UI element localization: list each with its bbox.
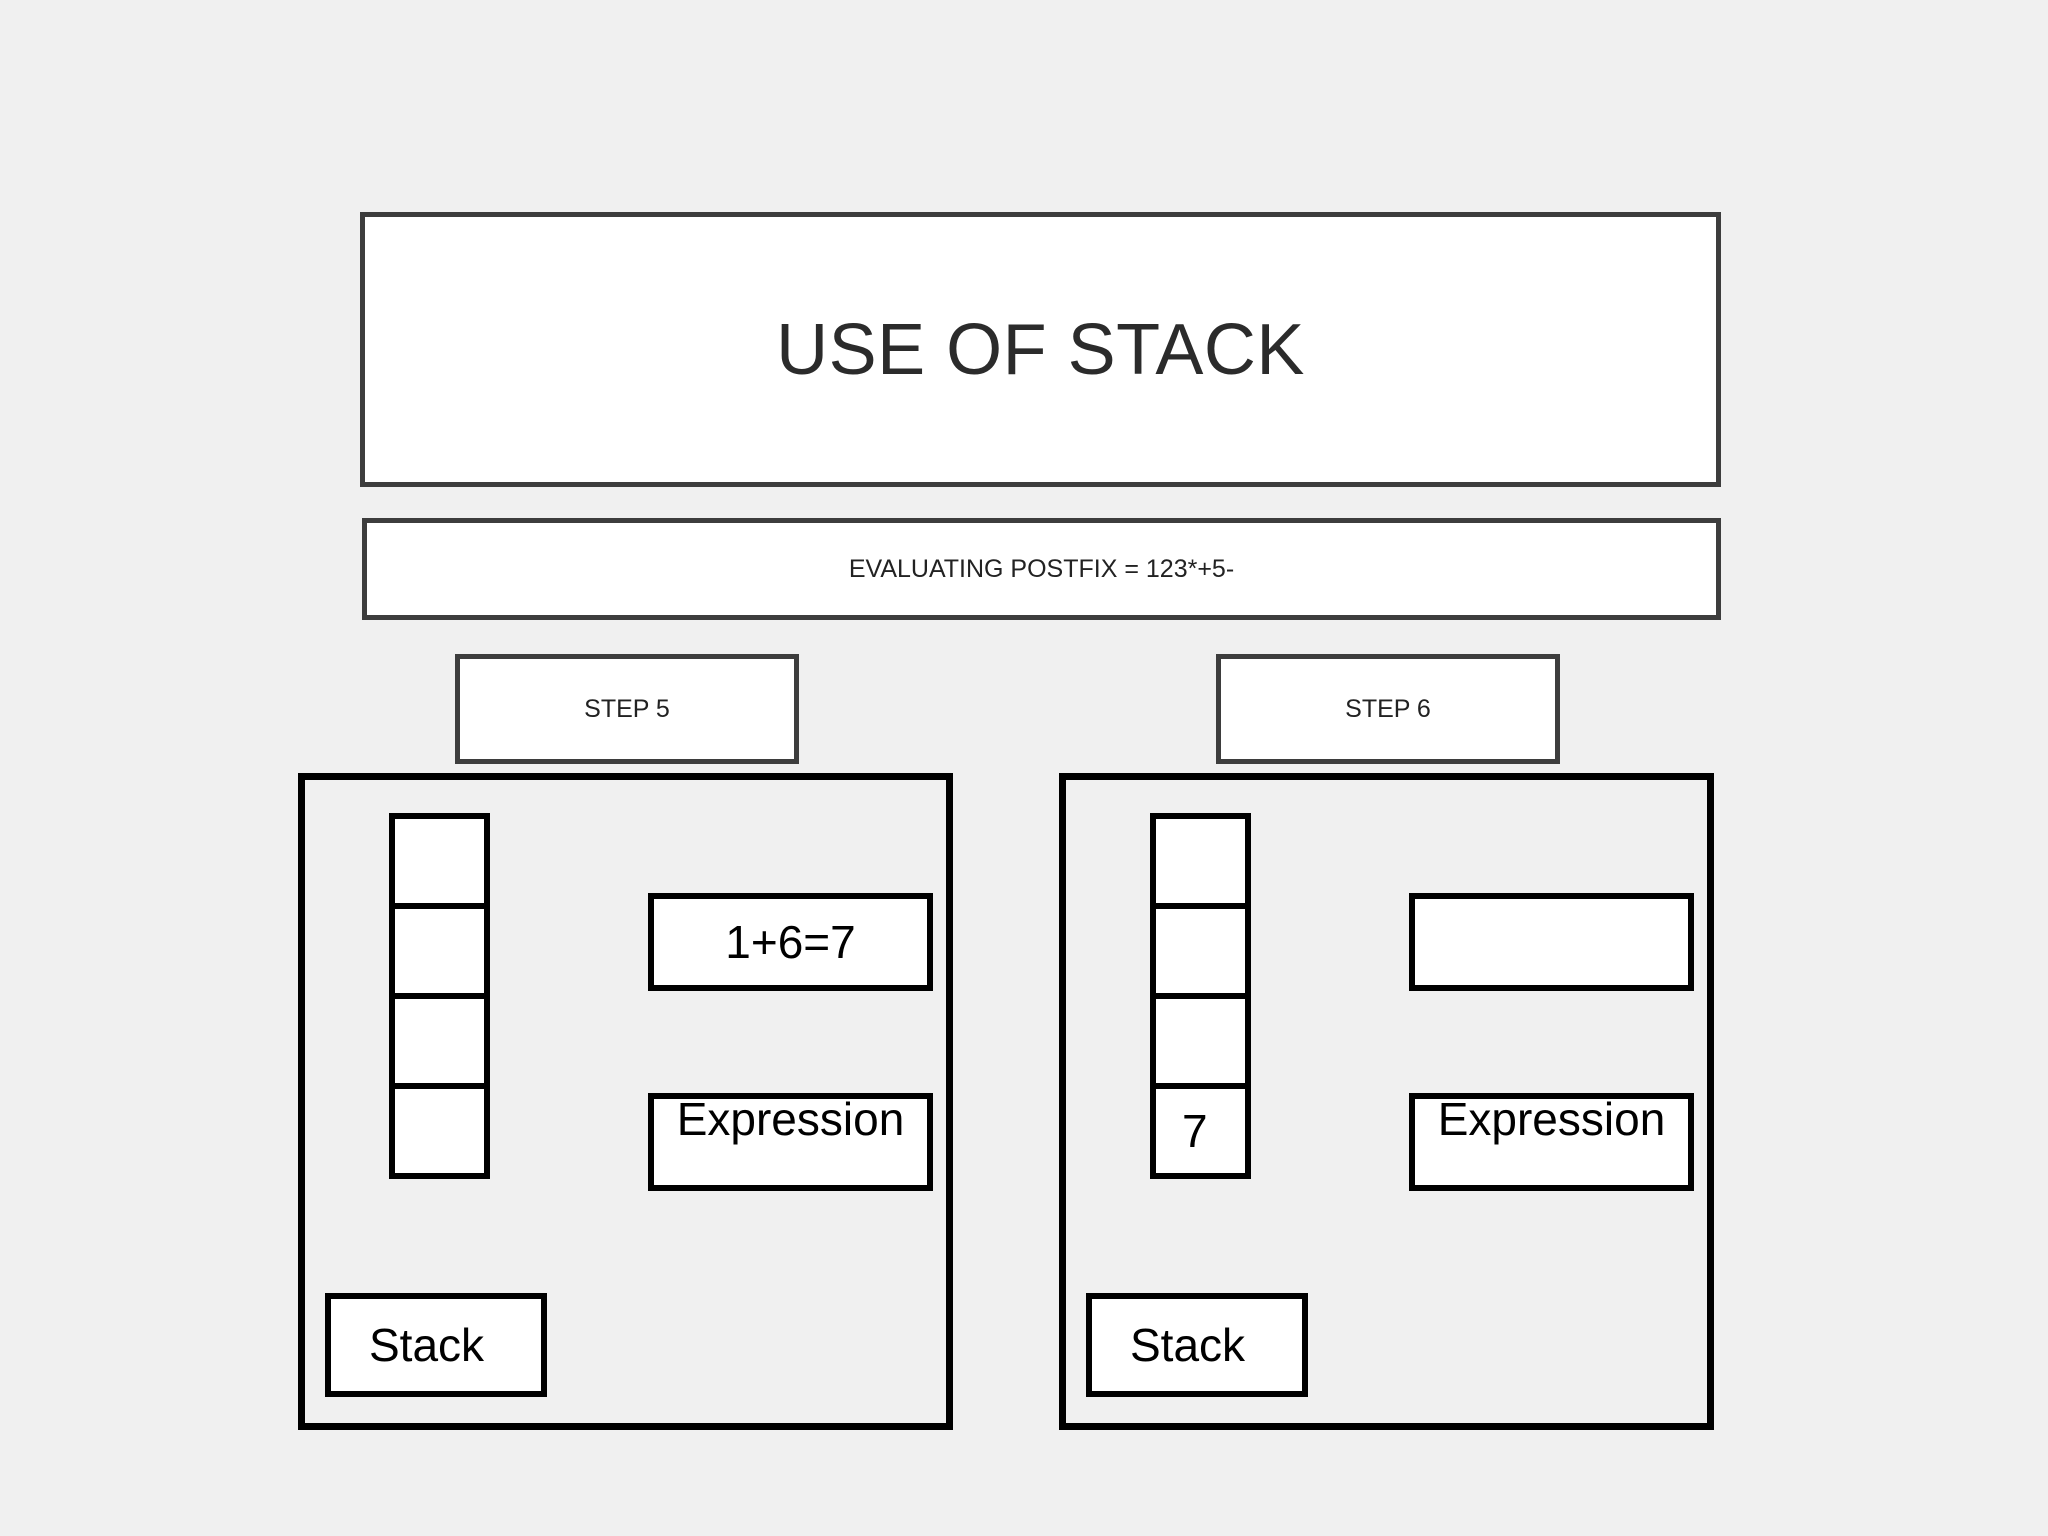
expression-box-5: Expression [648,1093,933,1191]
stack-cell [1150,903,1251,999]
stack-cell: 7 [1150,1083,1251,1179]
result-box-6 [1409,893,1694,991]
stack-cell [389,993,490,1089]
stack-cell [1150,813,1251,909]
stack-cell [389,813,490,909]
subtitle-text: EVALUATING POSTFIX = 123*+5- [848,554,1235,583]
step-header-5: STEP 5 [455,654,799,764]
stack-column-6: 7 [1150,813,1251,1179]
stack-cell-value: 7 [1182,1105,1208,1157]
expression-box-6-text: Expression [1437,1093,1666,1145]
page-title: USE OF STACK [776,309,1305,390]
subtitle-banner: EVALUATING POSTFIX = 123*+5- [362,518,1721,620]
result-box-5-text: 1+6=7 [725,916,856,968]
stack-label-6-text: Stack [1130,1319,1246,1371]
stack-column-5 [389,813,490,1179]
stack-label-box-6: Stack [1086,1293,1308,1397]
stack-cell [389,903,490,999]
expression-box-6: Expression [1409,1093,1694,1191]
title-banner: USE OF STACK [360,212,1721,487]
stack-cell [389,1083,490,1179]
step-panel-6: 7 Expression Stack [1059,773,1714,1430]
stack-cell [1150,993,1251,1089]
step-header-5-label: STEP 5 [584,694,670,723]
step-header-6-label: STEP 6 [1345,694,1431,723]
step-panel-5: 1+6=7 Expression Stack [298,773,953,1430]
stack-label-5-text: Stack [369,1319,485,1371]
result-box-5: 1+6=7 [648,893,933,991]
step-header-6: STEP 6 [1216,654,1560,764]
stack-label-box-5: Stack [325,1293,547,1397]
expression-box-5-text: Expression [676,1093,905,1145]
